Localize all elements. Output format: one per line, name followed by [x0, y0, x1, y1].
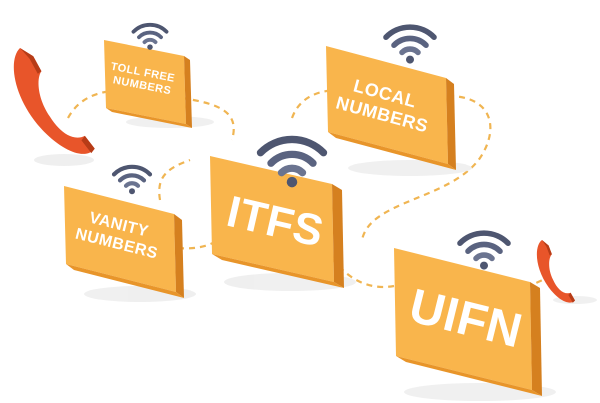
connector-itfs-uifn: [331, 257, 395, 288]
wifi-signal-icon-uifn: [460, 233, 508, 269]
node-uifn: UIFN: [394, 248, 542, 396]
node-vanity: VANITY NUMBERS: [64, 186, 184, 298]
wifi-signal-icon-vanity: [114, 167, 150, 194]
node-itfs: ITFS: [210, 156, 344, 288]
wifi-signal-icon-tollfree: [131, 22, 169, 52]
connector-vanity-itfs: [177, 229, 228, 250]
node-local: LOCAL NUMBERS: [326, 46, 456, 170]
connector-vanity-up: [158, 158, 191, 201]
connector-local-uifn: [360, 94, 492, 241]
connector-tollfree-itfs: [181, 96, 235, 141]
wifi-signal-icon-local: [386, 27, 434, 63]
phone-handset-icon-right: [536, 240, 575, 303]
node-toll-free: TOLL FREE NUMBERS: [104, 40, 192, 128]
